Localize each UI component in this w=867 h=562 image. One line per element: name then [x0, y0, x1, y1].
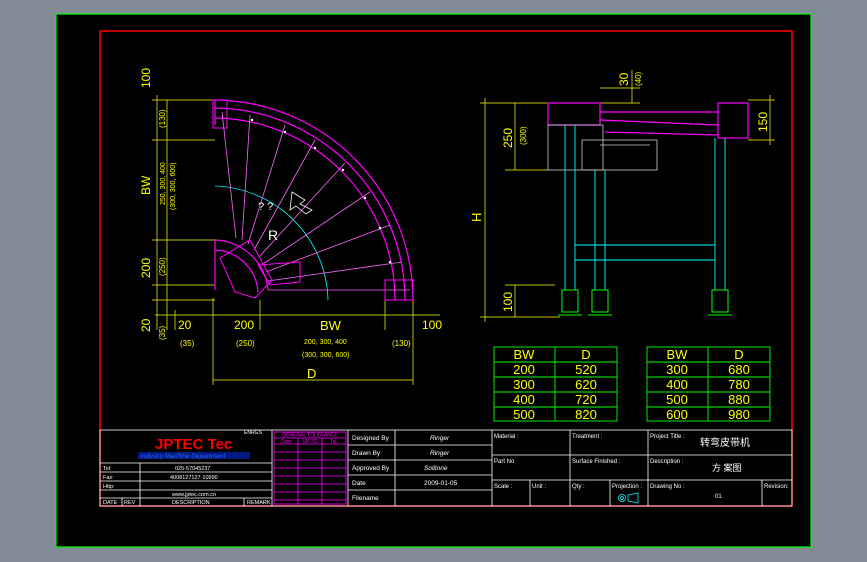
- table-right-cell: 300: [666, 362, 688, 377]
- bw-d-table-right: BW D 300 680 400 780 500 880 600 980: [646, 346, 771, 422]
- tagline-bar: [138, 452, 250, 459]
- table-right-header-bw: BW: [667, 347, 689, 362]
- dim-100-top: 100: [139, 68, 153, 88]
- scale-label: Scale :: [494, 484, 513, 490]
- table-left-cell: 200: [513, 362, 535, 377]
- table-right-cell: 780: [728, 377, 750, 392]
- dim-bw-left-values-alt: (300, 300, 600): [170, 163, 177, 210]
- http-label: Http:: [103, 484, 115, 490]
- table-left-header-d: D: [581, 347, 590, 362]
- drawing-no-label: Drawing No :: [650, 484, 685, 490]
- side-view: 30 (40) 250 (300) 150 H 100: [469, 70, 775, 322]
- direction-arrow-icon: [289, 191, 313, 215]
- stamp-text: ENRGS: [244, 430, 262, 436]
- projection-label: Projection :: [612, 484, 642, 490]
- dim-bw-bottom: BW: [320, 318, 342, 333]
- fax-value: 4008127127-10990: [170, 475, 218, 481]
- dim-40: (40): [634, 71, 643, 86]
- description-label: Description :: [650, 459, 684, 465]
- dim-35-left: (35): [158, 325, 167, 340]
- dim-130-right: (130): [392, 339, 411, 348]
- dim-bw-bottom-values: 200, 300, 400: [304, 339, 347, 346]
- table-left-cell: 520: [575, 362, 597, 377]
- designed-label: Designed By: [352, 435, 390, 442]
- qty-label: Qty :: [572, 484, 585, 490]
- dim-bw-left: BW: [139, 175, 153, 195]
- unit-label: Unit :: [532, 484, 546, 490]
- approved-label: Approved By: [352, 465, 390, 472]
- footer-date: DATE: [103, 500, 118, 506]
- treatment-label: Treatment :: [572, 434, 603, 440]
- dim-250-left: (250): [158, 257, 167, 276]
- project-title-value: 转弯皮带机: [700, 436, 750, 449]
- project-title-label: Project Title :: [650, 434, 685, 440]
- table-left-cell: 620: [575, 377, 597, 392]
- projection-symbol-icon: [618, 492, 639, 504]
- approved-value: Solitone: [424, 465, 448, 472]
- footer-remark: REMARK: [247, 500, 271, 506]
- radius-label: R: [268, 227, 278, 243]
- drawn-value: Ringer: [430, 450, 450, 457]
- material-label: Material :: [494, 434, 519, 440]
- dim-20-bottom: 20: [178, 318, 192, 332]
- revision-label: Revision:: [764, 484, 789, 490]
- footer-description: DESCRIPTION: [172, 500, 210, 506]
- surface-label: Surface Finished :: [572, 459, 621, 465]
- dim-200-bottom: 200: [234, 318, 254, 332]
- tolerance-header-tol: Tol.: [330, 439, 338, 445]
- table-left-cell: 820: [575, 407, 597, 422]
- table-right-cell: 600: [666, 407, 688, 422]
- tolerance-title: GENERAL TOLERANCE: [282, 433, 338, 439]
- dim-30: 30: [617, 72, 631, 86]
- radius-marks: ? ?: [258, 201, 273, 213]
- footer-rev: REV: [124, 500, 136, 506]
- dim-bw-left-values: 250, 300, 400: [160, 162, 167, 205]
- table-left-cell: 500: [513, 407, 535, 422]
- dim-200-left: 200: [139, 258, 153, 278]
- company-tagline: Industry Machine Department: [140, 453, 226, 460]
- table-right-header-d: D: [734, 347, 743, 362]
- table-right-cell: 980: [728, 407, 750, 422]
- dim-300: (300): [519, 126, 528, 145]
- table-left-cell: 300: [513, 377, 535, 392]
- table-right-cell: 400: [666, 377, 688, 392]
- table-right-cell: 680: [728, 362, 750, 377]
- table-left-cell: 720: [575, 392, 597, 407]
- table-right-cell: 500: [666, 392, 688, 407]
- dim-250-bottom: (250): [236, 339, 255, 348]
- dim-20-left: 20: [139, 318, 153, 332]
- part-no-label: Part No: [494, 459, 515, 465]
- date-label: Date: [352, 480, 366, 487]
- date-value: 2009-01-05: [424, 480, 458, 487]
- plan-view: R ? ? 100 (130) BW 250, 300, 400 (300, 3…: [139, 68, 442, 385]
- dim-d: D: [307, 366, 316, 381]
- tel-label: Tel:: [103, 466, 112, 472]
- dim-130-top: (130): [158, 109, 167, 128]
- drawing-no-value: 01: [715, 494, 722, 500]
- dim-150: 150: [756, 112, 770, 132]
- dim-35-bottom: (35): [180, 339, 195, 348]
- company-logo: JPTEC Tec: [155, 436, 232, 453]
- dim-bw-bottom-values-alt: (300, 300, 600): [302, 352, 349, 359]
- drawn-label: Drawn By: [352, 450, 381, 457]
- bw-d-table-left: BW D 200 520 300 620 400 720 500 820: [493, 346, 618, 422]
- dim-h: H: [469, 213, 484, 222]
- filename-label: Filename: [352, 495, 379, 502]
- table-left-cell: 400: [513, 392, 535, 407]
- table-right-cell: 880: [728, 392, 750, 407]
- tolerance-header-upto: UP TO: [302, 439, 317, 445]
- title-block: GENERAL TOLERANCE Over UP TO Tol. JPTEC …: [99, 429, 793, 507]
- fax-label: Fax:: [103, 475, 114, 481]
- designed-value: Ringer: [430, 435, 450, 442]
- description-value: 方 案图: [712, 462, 742, 473]
- http-value: www.jptec.com.cn: [171, 492, 216, 498]
- dim-100-right: 100: [422, 318, 442, 332]
- dim-100: 100: [501, 292, 515, 312]
- dim-250: 250: [501, 128, 515, 148]
- tel-value: 025-57045237: [175, 466, 210, 472]
- table-left-header-bw: BW: [514, 347, 536, 362]
- tolerance-header-over: Over: [281, 439, 292, 445]
